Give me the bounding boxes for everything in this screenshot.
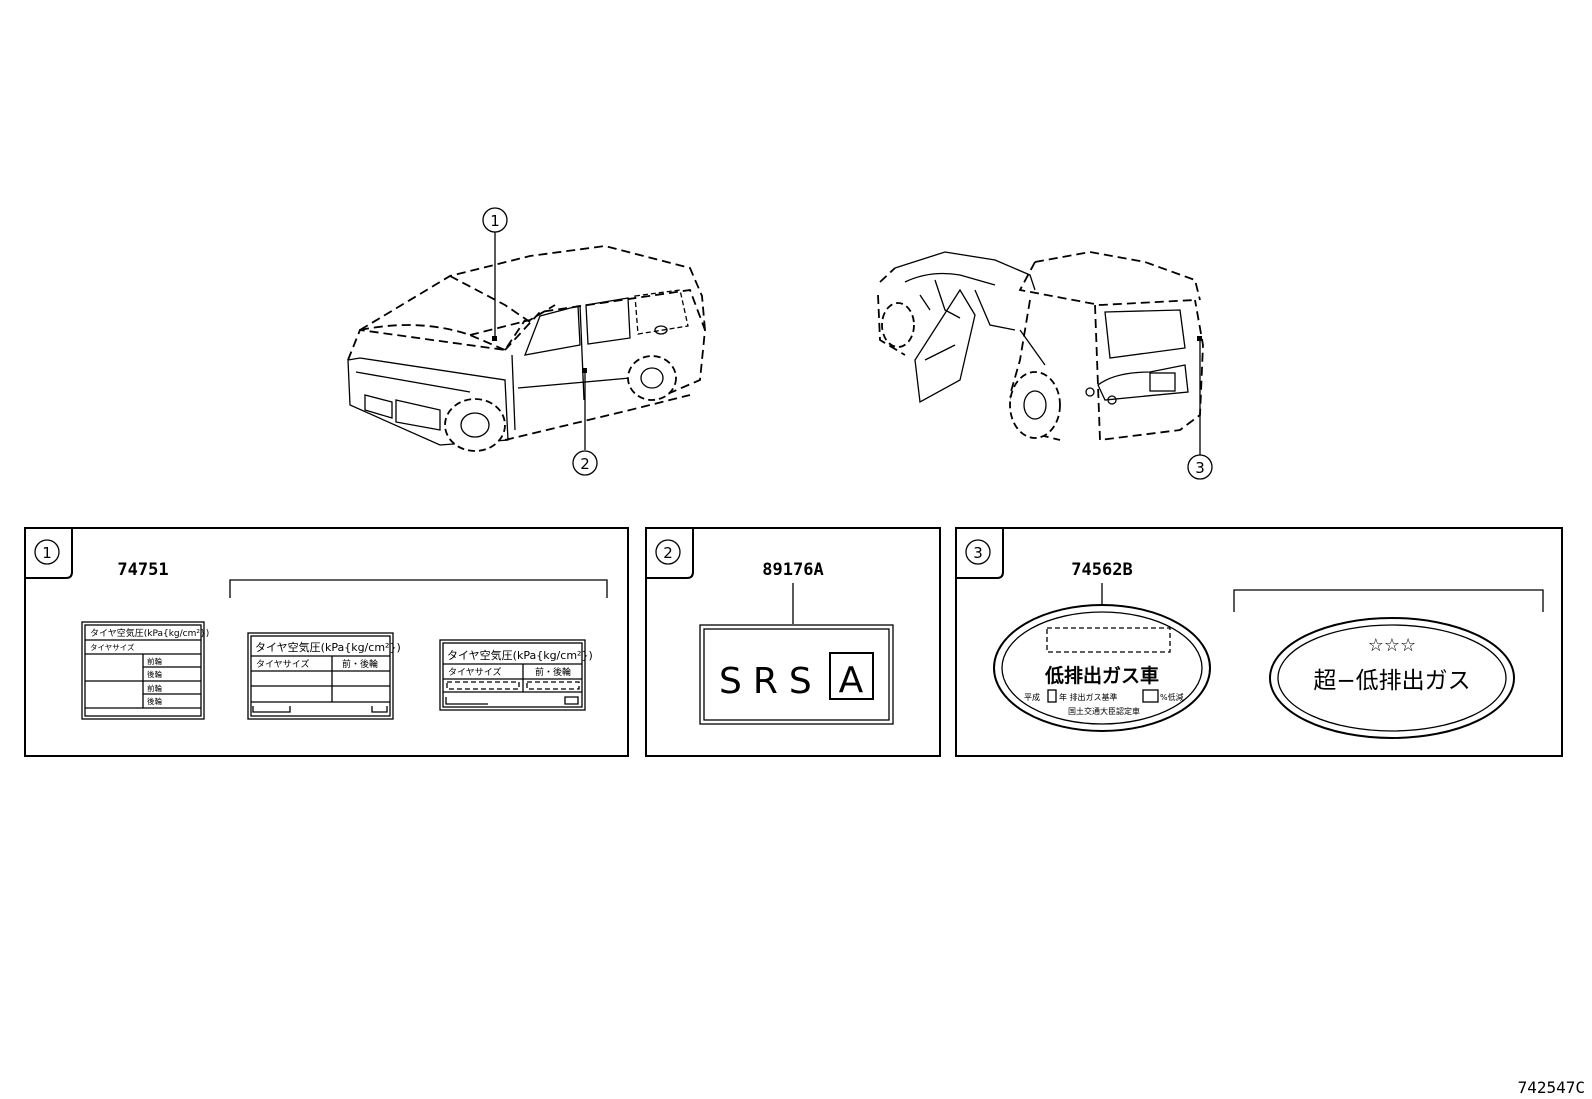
- svg-text:3: 3: [1195, 459, 1205, 477]
- callout-2: 2: [572, 450, 598, 476]
- emblem1-main-text: 低排出ガス車: [1044, 664, 1159, 687]
- srs-letter: A: [839, 660, 864, 701]
- panel-2-part-number: 89176A: [762, 560, 823, 580]
- panel-3-part-number: 74562B: [1071, 560, 1132, 580]
- label-2-title: タイヤ空気圧(kPa{kg/cm²}): [255, 640, 401, 654]
- callout-3: 3: [1187, 454, 1213, 480]
- tire-pressure-label-2: タイヤ空気圧(kPa{kg/cm²}) タイヤサイズ 前・後輪: [247, 632, 401, 720]
- label-1-front-1: 前輪: [147, 656, 162, 666]
- emblem1-line1-c: %低減: [1160, 692, 1184, 702]
- ultra-low-emission-emblem: ☆☆☆ 超−低排出ガス: [1269, 617, 1515, 739]
- label-3-col2: 前・後輪: [535, 666, 571, 678]
- label-1-title: タイヤ空気圧(kPa{kg/cm²}): [90, 627, 209, 639]
- emblem1-line1-b: 年 排出ガス基準: [1059, 692, 1118, 702]
- vehicle-front-view: [347, 232, 706, 452]
- svg-text:3: 3: [973, 544, 983, 562]
- label-1-rear-2: 後輪: [147, 696, 162, 706]
- label-1-rear-1: 後輪: [147, 669, 162, 679]
- emblem2-main-text: 超−低排出ガス: [1313, 668, 1470, 694]
- emblem2-stars: ☆☆☆: [1368, 635, 1416, 656]
- label-2-col2: 前・後輪: [342, 658, 378, 670]
- tire-pressure-label-3: タイヤ空気圧(kPa{kg/cm²}) タイヤサイズ 前・後輪: [439, 639, 593, 711]
- panel-2: 2 89176A SRS A: [645, 527, 941, 757]
- label-3-col1: タイヤサイズ: [448, 666, 501, 678]
- srs-airbag-label: SRS A: [699, 624, 894, 725]
- svg-text:1: 1: [42, 544, 52, 562]
- emblem1-line1-a: 平成: [1024, 692, 1040, 702]
- label-2-col1: タイヤサイズ: [256, 658, 309, 670]
- callout-1: 1: [482, 207, 508, 233]
- srs-text: SRS: [719, 661, 823, 702]
- label-1-tire-size: タイヤサイズ: [90, 642, 135, 652]
- label-1-front-2: 前輪: [147, 683, 162, 693]
- panel-1-part-number: 74751: [117, 560, 168, 580]
- emblem1-line2: 国土交通大臣認定車: [1068, 706, 1140, 716]
- panel-1: 1 74751 タイヤ空気圧(kPa{kg/cm²}) タイヤサイズ 前輪 後輪…: [24, 527, 629, 757]
- svg-text:2: 2: [580, 455, 590, 473]
- tire-pressure-label-1: タイヤ空気圧(kPa{kg/cm²}) タイヤサイズ 前輪 後輪 前輪 後輪: [81, 621, 209, 720]
- svg-text:2: 2: [663, 544, 673, 562]
- low-emission-emblem: 低排出ガス車 平成 年 排出ガス基準 %低減 国土交通大臣認定車: [993, 604, 1211, 732]
- vehicle-rear-view: [877, 251, 1204, 455]
- panel-3: 3 74562B 低排出ガス車 平成 年 排出ガス基準 %低減 国土交通大臣認定…: [955, 527, 1563, 757]
- figure-reference-code: 742547C: [1518, 1078, 1585, 1097]
- label-3-title: タイヤ空気圧(kPa{kg/cm²}): [447, 648, 593, 662]
- svg-text:1: 1: [490, 212, 500, 230]
